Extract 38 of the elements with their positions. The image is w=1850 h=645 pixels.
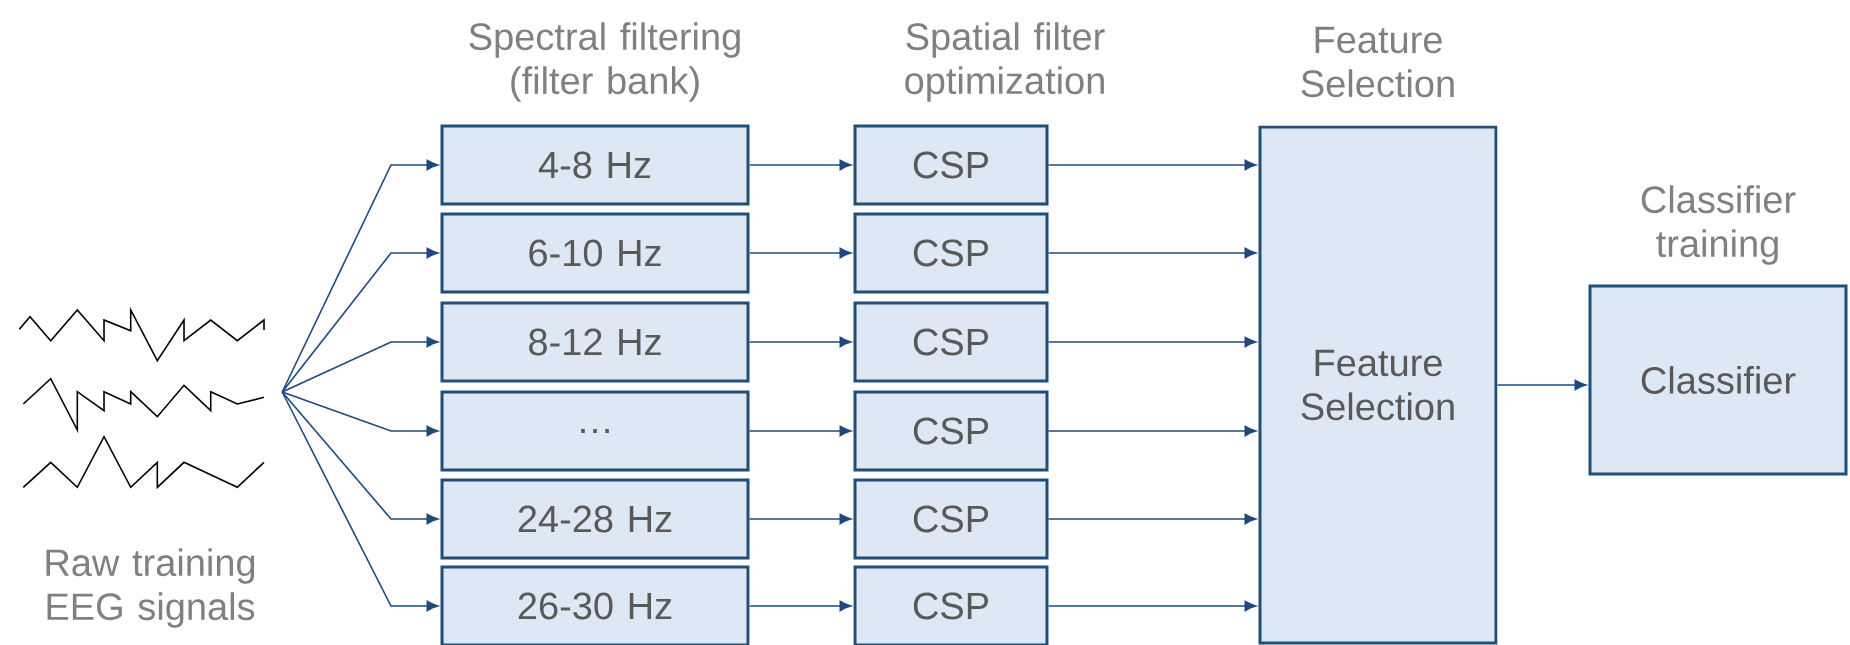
arrow — [281, 336, 439, 393]
filter-box: 8-12 Hz — [440, 301, 750, 383]
column-heading: Spectral filtering (filter bank) — [469, 22, 740, 102]
arrow — [748, 247, 852, 259]
csp-box: CSP — [853, 390, 1049, 472]
column-heading: Classifier training — [1641, 185, 1796, 265]
filter-box: 24-28 Hz — [440, 478, 750, 560]
filter-box: 6-10 Hz — [440, 212, 750, 294]
signal-drawing — [18, 306, 265, 490]
arrow — [1496, 379, 1587, 391]
csp-box: CSP — [853, 301, 1049, 383]
arrow — [1047, 247, 1257, 259]
arrow — [1047, 425, 1257, 437]
filter-box: 26-30 Hz — [440, 565, 750, 645]
arrow — [1047, 600, 1257, 612]
filter-box: 4-8 Hz — [440, 124, 750, 206]
csp-box: CSP — [853, 565, 1049, 645]
feature-selection-box: Feature Selection — [1258, 125, 1498, 645]
arrow — [281, 391, 439, 612]
column-heading: Spatial filter optimization — [905, 22, 1105, 102]
arrow — [281, 391, 439, 437]
arrow — [748, 513, 852, 525]
caption-text: Raw training EEG signals — [46, 548, 255, 628]
arrow — [748, 159, 852, 171]
csp-box: CSP — [853, 212, 1049, 294]
arrow — [1047, 159, 1257, 171]
classifier-box: Classifier — [1588, 284, 1848, 476]
arrow — [1047, 336, 1257, 348]
arrow — [748, 336, 852, 348]
filter-box: … — [440, 390, 750, 472]
csp-box: CSP — [853, 124, 1049, 206]
arrow — [281, 247, 439, 393]
arrow — [748, 600, 852, 612]
arrow — [748, 425, 852, 437]
arrow — [281, 391, 439, 525]
column-heading: Feature Selection — [1301, 26, 1454, 98]
arrow — [1047, 513, 1257, 525]
csp-box: CSP — [853, 478, 1049, 560]
